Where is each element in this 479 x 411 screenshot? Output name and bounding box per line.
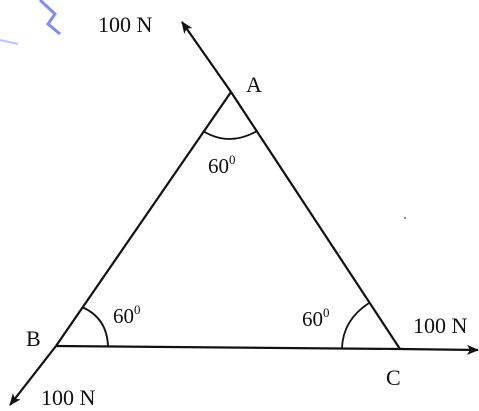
watermark-mark — [0, 0, 61, 45]
angle-label-b: 600 — [113, 302, 141, 328]
angle-arc-a — [202, 130, 258, 140]
scan-speck — [404, 217, 406, 219]
force-arrow-c — [399, 344, 479, 355]
angle-arc-b — [81, 306, 109, 347]
angle-value-b: 60 — [113, 304, 134, 328]
angle-arc-c — [341, 302, 370, 349]
angle-degree-b: 0 — [134, 302, 141, 317]
force-label-b: 100 N — [41, 385, 96, 410]
scan-speck — [339, 251, 341, 253]
force-arrow-b — [9, 345, 57, 406]
vertex-label-c: C — [386, 365, 401, 390]
angle-label-c: 600 — [302, 305, 330, 331]
force-arrow-a — [181, 21, 232, 93]
force-label-c: 100 N — [413, 313, 468, 338]
force-label-a: 100 N — [98, 12, 153, 37]
angle-label-a: 600 — [208, 152, 236, 178]
vertex-label-b: B — [26, 326, 41, 351]
side-ac — [230, 91, 401, 350]
angle-value-a: 60 — [208, 154, 229, 178]
angle-degree-a: 0 — [229, 152, 236, 167]
side-bc — [55, 344, 401, 351]
side-ab — [55, 91, 232, 347]
vertex-label-a: A — [246, 72, 262, 97]
angle-value-c: 60 — [302, 307, 323, 331]
angle-degree-c: 0 — [323, 305, 330, 320]
